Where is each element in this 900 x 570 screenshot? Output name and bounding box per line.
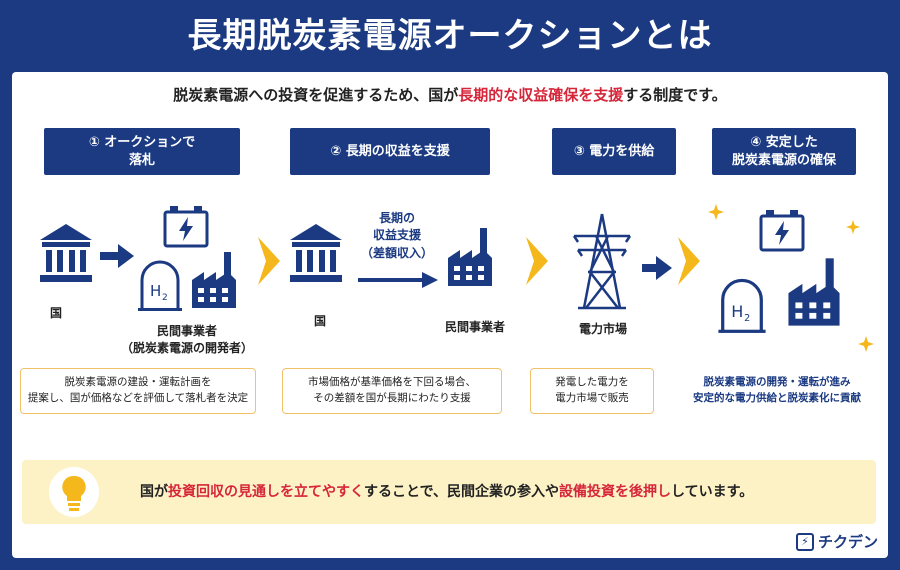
summary-p3: しています。 (671, 484, 754, 500)
description-4: 脱炭素電源の開発・運転が進み安定的な電力供給と脱炭素化に貢献 (672, 368, 882, 414)
factory-icon (448, 228, 492, 286)
operator-label-1-main: 民間事業者 (156, 324, 217, 338)
step-3-header: ③ 電力を供給 (552, 128, 676, 175)
sparkle-icon (846, 220, 860, 234)
summary-p2: することで、民間企業の参入や (364, 484, 560, 500)
step-4-line2: 脱炭素電源の確保 (731, 152, 836, 168)
operator-label-1: 民間事業者 （脱炭素電源の開発者） (112, 322, 262, 356)
support-line3: （差額収入） (360, 245, 433, 260)
country-label-1: 国 (49, 306, 62, 320)
page-title: 長期脱炭素電源オークションとは (187, 16, 713, 56)
sparkle-icon (858, 336, 874, 352)
step-1-line2: 落札 (128, 152, 155, 168)
description-4-line2: 安定的な電力供給と脱炭素化に貢献 (693, 392, 861, 404)
h2-label: H (731, 302, 743, 321)
h2-sub: 2 (744, 313, 750, 324)
intro-post: する制度です。 (623, 86, 727, 104)
chevron-right-icon (258, 237, 280, 285)
description-2-line1: 市場価格が基準価格を下回る場合、 (308, 376, 476, 389)
description-4-line1: 脱炭素電源の開発・運転が進み (703, 376, 851, 389)
operator-label-2: 民間事業者 (444, 320, 505, 334)
intro-text: 脱炭素電源への投資を促進するため、国が長期的な収益確保を支援する制度です。 (12, 84, 888, 105)
description-3-line1: 発電した電力を (555, 376, 629, 389)
summary-p1: 国が (140, 484, 168, 500)
support-line2: 収益支援 (372, 228, 421, 243)
hydrogen-tank-icon: H 2 (718, 278, 766, 333)
intro-pre: 脱炭素電源への投資を促進するため、国が (173, 86, 459, 104)
bolt-icon: ⚡ (795, 532, 814, 551)
step-1-header: ① オークションで落札 (44, 128, 240, 175)
content-panel: 脱炭素電源への投資を促進するため、国が長期的な収益確保を支援する制度です。 ① … (12, 72, 888, 558)
description-1-line2: 提案し、国が価格などを評価して落札者を決定 (27, 392, 249, 404)
summary-text: 国が投資回収の見通しを立てやすくすることで、民間企業の参入や設備投資を後押しして… (140, 460, 753, 524)
summary-h2: 設備投資を後押し (559, 484, 672, 500)
step-2-header: ② 長期の収益を支援 (290, 128, 490, 175)
factory-icon (192, 252, 236, 308)
support-label: 長期の 収益支援 （差額収入） (352, 210, 442, 262)
step-2-line1: ② 長期の収益を支援 (330, 143, 450, 159)
description-3-line2: 電力市場で販売 (555, 392, 629, 404)
brand-name: チクデン (817, 533, 878, 551)
description-2: 市場価格が基準価格を下回る場合、その差額を国が長期にわたり支援 (282, 368, 502, 414)
intro-highlight: 長期的な収益確保を支援 (458, 86, 624, 104)
step-3-line1: ③ 電力を供給 (573, 143, 655, 159)
summary-h1: 投資回収の見通しを立てやすく (168, 484, 364, 500)
brand-logo: ⚡ チクデン (795, 531, 878, 552)
step-4-header: ④ 安定した脱炭素電源の確保 (712, 128, 856, 175)
market-label: 電力市場 (578, 322, 627, 336)
chevron-right-icon (526, 237, 548, 285)
h2-label: H (150, 282, 161, 300)
hydrogen-tank-icon: H 2 (138, 260, 182, 311)
sparkle-icon (708, 204, 724, 220)
lightbulb-icon (49, 467, 99, 517)
description-1-line1: 脱炭素電源の建設・運転計画を (64, 376, 212, 389)
bank-icon (290, 224, 342, 282)
battery-icon (163, 206, 209, 248)
step-4-line1: ④ 安定した (750, 134, 818, 150)
h2-sub: 2 (162, 293, 168, 303)
description-2-line2: その差額を国が長期にわたり支援 (313, 392, 471, 404)
battery-icon (759, 210, 805, 252)
support-line1: 長期の (378, 211, 415, 225)
bank-icon (40, 224, 92, 282)
step-1-line1: ① オークションで (88, 134, 196, 150)
arrow-right-icon (642, 256, 672, 280)
chevron-right-icon (678, 237, 700, 285)
factory-icon (788, 258, 840, 326)
arrow-right-icon (358, 272, 438, 288)
operator-label-1-sub: （脱炭素電源の開発者） (120, 341, 253, 355)
summary-banner: 国が投資回収の見通しを立てやすくすることで、民間企業の参入や設備投資を後押しして… (22, 460, 876, 524)
country-label-2: 国 (313, 314, 326, 328)
description-3: 発電した電力を電力市場で販売 (530, 368, 654, 414)
power-tower-icon (572, 213, 632, 310)
description-1: 脱炭素電源の建設・運転計画を提案し、国が価格などを評価して落札者を決定 (20, 368, 256, 414)
arrow-right-icon (100, 244, 134, 268)
